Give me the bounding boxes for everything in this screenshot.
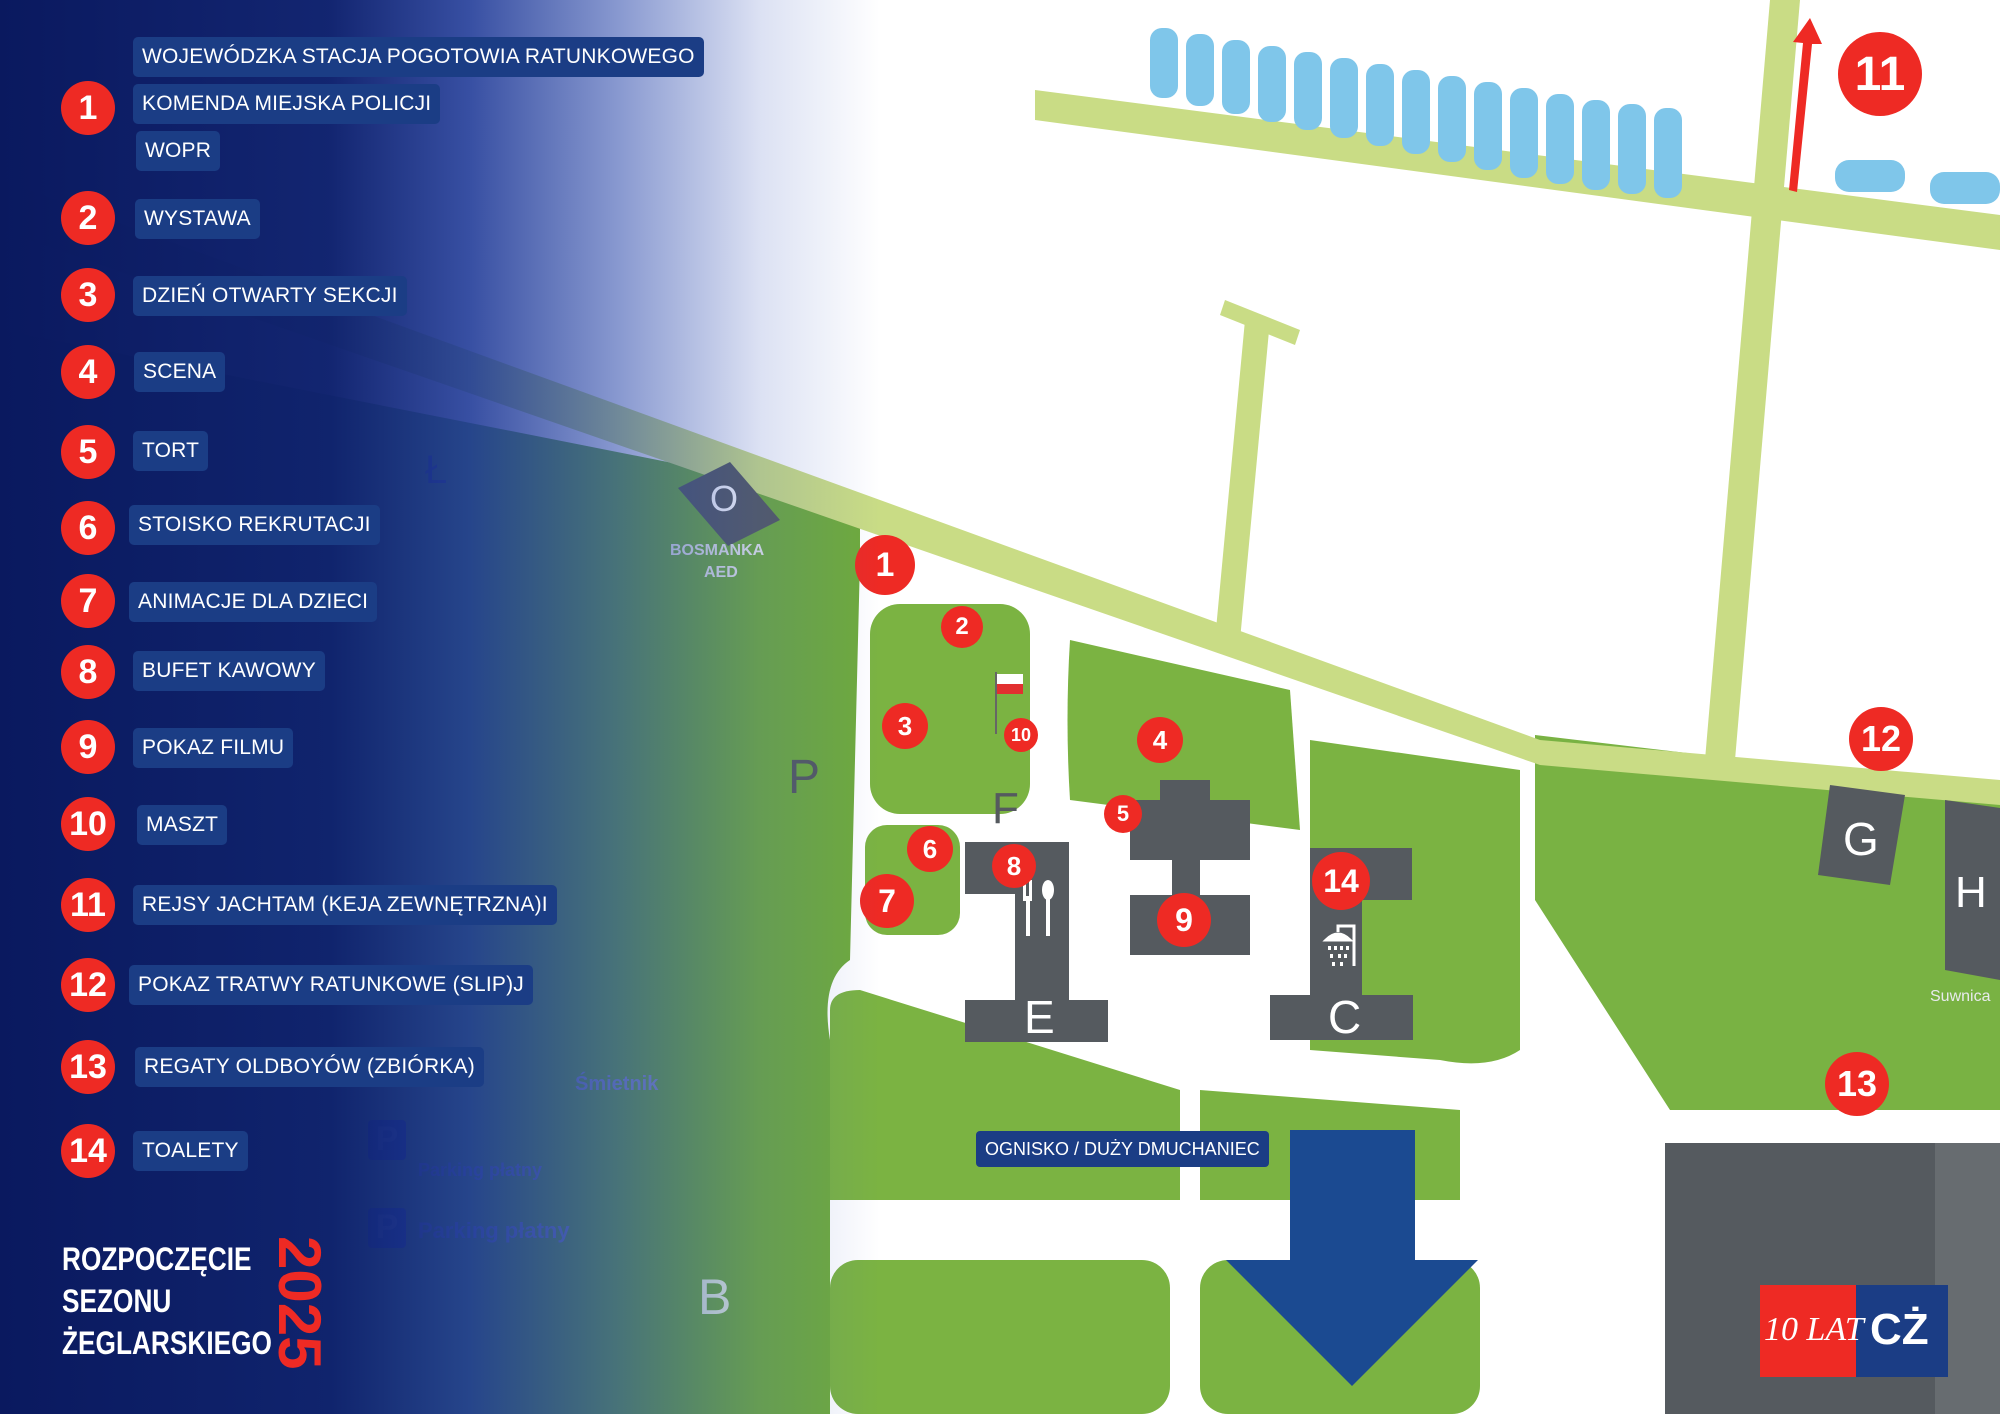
- building-label-c: C: [1328, 991, 1362, 1043]
- legend-label-10: MASZT: [137, 805, 228, 845]
- event-title-line-1: ROZPOCZĘCIE: [62, 1241, 252, 1277]
- legend-badge-1: 1: [61, 81, 115, 135]
- bosmanka-text: BOSMANKA: [670, 542, 765, 559]
- map-marker-4[interactable]: 4: [1137, 717, 1183, 763]
- cutlery-icon: [1018, 880, 1060, 936]
- map-marker-13[interactable]: 13: [1825, 1052, 1889, 1116]
- building-label-o: O: [710, 478, 739, 519]
- legend-badge-12: 12: [61, 958, 115, 1012]
- legend-badge-11: 11: [61, 878, 115, 932]
- legend-badge-7: 7: [61, 574, 115, 628]
- legend-label-6: STOISKO REKRUTACJI: [129, 505, 380, 545]
- map-marker-8[interactable]: 8: [992, 844, 1036, 888]
- logo-initials: CŻ: [1870, 1305, 1929, 1354]
- event-title: ROZPOCZĘCIE SEZONU ŻEGLARSKIEGO: [62, 1238, 272, 1364]
- event-year: 2025: [266, 1236, 333, 1370]
- map-marker-14[interactable]: 14: [1312, 852, 1370, 910]
- legend-label-1c: WOPR: [136, 131, 221, 171]
- legend-badge-9: 9: [61, 720, 115, 774]
- legend-badge-8: 8: [61, 645, 115, 699]
- legend-label-4: SCENA: [134, 352, 226, 392]
- legend-label-2: WYSTAWA: [135, 199, 260, 239]
- map-marker-12[interactable]: 12: [1849, 707, 1913, 771]
- map-marker-1[interactable]: 1: [855, 535, 915, 595]
- map-marker-2[interactable]: 2: [941, 606, 983, 648]
- legend-badge-5: 5: [61, 425, 115, 479]
- legend-badge-2: 2: [61, 191, 115, 245]
- aed-text: AED: [704, 564, 738, 581]
- legend-label-3: DZIEŃ OTWARTY SEKCJI: [133, 276, 407, 316]
- shower-icon: [1318, 922, 1364, 968]
- building-label-h: H: [1955, 868, 1987, 917]
- legend-badge-4: 4: [61, 345, 115, 399]
- legend-label-13: REGATY OLDBOYÓW (ZBIÓRKA): [135, 1047, 484, 1087]
- building-label-e: E: [1024, 991, 1055, 1043]
- logo-anniversary-text: 10 LAT: [1764, 1311, 1864, 1348]
- legend-badge-14: 14: [61, 1124, 115, 1178]
- bonfire-label: OGNISKO / DUŻY DMUCHANIEC: [976, 1131, 1269, 1167]
- grass-plot-bottom-1: [830, 1260, 1170, 1414]
- parking-symbol-1: P: [368, 1120, 406, 1160]
- map-marker-9[interactable]: 9: [1157, 893, 1211, 947]
- smietnik-text: Śmietnik: [575, 1073, 659, 1095]
- event-title-line-3: ŻEGLARSKIEGO: [62, 1325, 272, 1361]
- legend-label-12: POKAZ TRATWY RATUNKOWE (SLIP)J: [129, 965, 533, 1005]
- building-label-l: Ł: [425, 448, 448, 492]
- building-label-b: B: [698, 1269, 732, 1325]
- legend-badge-6: 6: [61, 501, 115, 555]
- map-marker-7[interactable]: 7: [860, 874, 914, 928]
- club-logo: 10 LAT CŻ: [1760, 1285, 1948, 1377]
- map-marker-3[interactable]: 3: [882, 703, 928, 749]
- legend-label-11: REJSY JACHTAM (KEJA ZEWNĘTRZNA)I: [133, 885, 557, 925]
- logo-blue-block: [1856, 1285, 1948, 1377]
- legend-label-5: TORT: [133, 431, 209, 471]
- event-title-line-2: SEZONU: [62, 1283, 172, 1319]
- map-marker-11[interactable]: 11: [1838, 32, 1922, 116]
- legend-label-9: POKAZ FILMU: [133, 728, 294, 768]
- map-marker-10[interactable]: 10: [1004, 718, 1038, 752]
- parking-symbol-2: P: [368, 1208, 406, 1248]
- parking-text-1: Parking płatny: [418, 1160, 543, 1180]
- building-label-g: G: [1843, 813, 1879, 865]
- legend-label-1b: KOMENDA MIEJSKA POLICJI: [133, 84, 441, 124]
- legend-badge-3: 3: [61, 268, 115, 322]
- legend-badge-10: 10: [61, 797, 115, 851]
- building-label-f: F: [992, 784, 1019, 833]
- map-marker-5[interactable]: 5: [1104, 795, 1142, 833]
- legend-badge-13: 13: [61, 1040, 115, 1094]
- legend-label-8: BUFET KAWOWY: [133, 651, 325, 691]
- suwnica-text: Suwnica: [1930, 988, 1991, 1005]
- building-label-p: P: [788, 751, 821, 804]
- parking-text-2: Parking płatny: [418, 1218, 570, 1243]
- legend-label-7: ANIMACJE DLA DZIECI: [129, 582, 378, 622]
- logo-red-block: [1760, 1285, 1856, 1377]
- legend-label-1a: WOJEWÓDZKA STACJA POGOTOWIA RATUNKOWEGO: [133, 37, 704, 77]
- legend-label-14: TOALETY: [133, 1131, 248, 1171]
- map-marker-6[interactable]: 6: [907, 826, 953, 872]
